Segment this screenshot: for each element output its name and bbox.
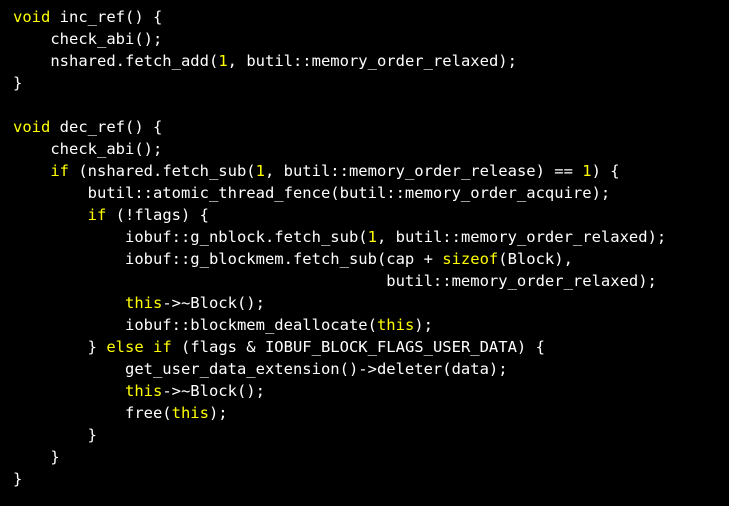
code-text: get_user_data_extension()->deleter(data)… — [13, 360, 508, 378]
code-line[interactable]: butil::atomic_thread_fence(butil::memory… — [13, 182, 729, 204]
code-line[interactable]: this->~Block(); — [13, 292, 729, 314]
code-keyword: this — [376, 316, 415, 334]
code-keyword: this — [124, 294, 163, 312]
code-text: ); — [414, 316, 433, 334]
code-text: inc_ref() { — [50, 8, 163, 26]
code-text: free( — [13, 404, 172, 422]
code-text: (flags & IOBUF_BLOCK_FLAGS_USER_DATA) { — [171, 338, 545, 356]
code-keyword: if — [50, 162, 69, 180]
code-text: , butil::memory_order_release) == — [264, 162, 583, 180]
code-line[interactable]: void dec_ref() { — [13, 116, 729, 138]
code-line[interactable]: get_user_data_extension()->deleter(data)… — [13, 358, 729, 380]
code-text: iobuf::g_nblock.fetch_sub( — [13, 228, 368, 246]
code-line[interactable]: butil::memory_order_relaxed); — [13, 270, 729, 292]
code-keyword: void — [13, 8, 51, 26]
code-line[interactable]: } — [13, 446, 729, 468]
code-text — [13, 206, 88, 224]
code-text: nshared.fetch_add( — [13, 52, 219, 70]
code-number: 1 — [582, 162, 592, 180]
code-line[interactable]: } — [13, 468, 729, 490]
code-line[interactable]: void inc_ref() { — [13, 6, 729, 28]
code-text: check_abi(); — [13, 30, 163, 48]
code-keyword: if — [87, 206, 107, 224]
code-line[interactable]: free(this); — [13, 402, 729, 424]
code-text — [13, 162, 50, 180]
code-text: } — [13, 448, 60, 466]
code-text: , butil::memory_order_relaxed); — [227, 52, 517, 70]
code-line[interactable]: iobuf::g_nblock.fetch_sub(1, butil::memo… — [13, 226, 729, 248]
code-text: ); — [208, 404, 228, 422]
code-number: 1 — [255, 162, 265, 180]
code-text: } — [13, 470, 23, 488]
code-text: ->~Block(); — [162, 382, 265, 400]
code-text: } — [13, 338, 107, 356]
code-text — [13, 294, 125, 312]
code-keyword: void — [13, 118, 51, 136]
code-line[interactable]: iobuf::blockmem_deallocate(this); — [13, 314, 729, 336]
code-text: (!flags) { — [106, 206, 209, 224]
code-line[interactable]: } — [13, 72, 729, 94]
code-line[interactable]: } else if (flags & IOBUF_BLOCK_FLAGS_USE… — [13, 336, 729, 358]
code-text: (Block), — [498, 250, 573, 268]
code-text: butil::atomic_thread_fence(butil::memory… — [13, 184, 611, 202]
code-text: ->~Block(); — [162, 294, 265, 312]
code-line[interactable]: this->~Block(); — [13, 380, 729, 402]
code-text: } — [13, 426, 97, 444]
code-line[interactable]: } — [13, 424, 729, 446]
code-line[interactable]: check_abi(); — [13, 28, 729, 50]
code-keyword: else if — [106, 338, 172, 356]
code-number: 1 — [218, 52, 228, 70]
code-text: butil::memory_order_relaxed); — [13, 272, 657, 290]
code-line[interactable]: nshared.fetch_add(1, butil::memory_order… — [13, 50, 729, 72]
code-text: } — [13, 74, 23, 92]
code-text: iobuf::g_blockmem.fetch_sub(cap + — [13, 250, 443, 268]
code-text: (nshared.fetch_sub( — [69, 162, 256, 180]
code-line[interactable] — [13, 94, 729, 116]
code-line[interactable]: check_abi(); — [13, 138, 729, 160]
code-line[interactable]: if (nshared.fetch_sub(1, butil::memory_o… — [13, 160, 729, 182]
code-number: 1 — [367, 228, 377, 246]
code-text: ) { — [591, 162, 620, 180]
code-text — [13, 382, 125, 400]
code-keyword: this — [124, 382, 163, 400]
code-keyword: sizeof — [442, 250, 499, 268]
code-text: dec_ref() { — [50, 118, 163, 136]
code-line[interactable]: iobuf::g_blockmem.fetch_sub(cap + sizeof… — [13, 248, 729, 270]
code-text: iobuf::blockmem_deallocate( — [13, 316, 377, 334]
code-text: , butil::memory_order_relaxed); — [376, 228, 667, 246]
code-keyword: this — [171, 404, 209, 422]
code-text: check_abi(); — [13, 140, 163, 158]
code-line[interactable]: if (!flags) { — [13, 204, 729, 226]
